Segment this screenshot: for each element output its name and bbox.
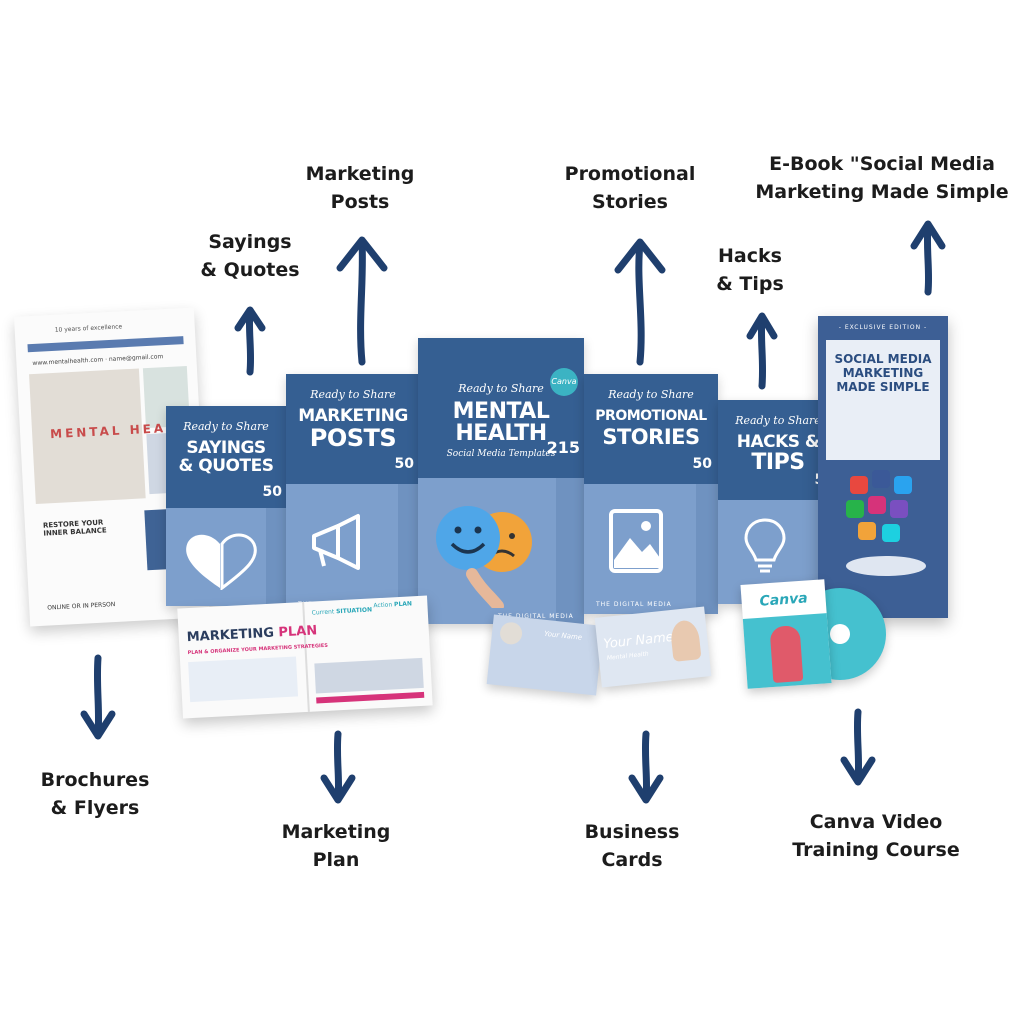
arrow-up-sayings <box>234 306 266 376</box>
plan-action: Action PLAN <box>373 600 413 610</box>
ebook-title-line: MARKETING <box>842 366 924 380</box>
label-sayings-quotes: Sayings & Quotes <box>190 228 310 284</box>
card-role: Mental Health <box>606 650 650 662</box>
brochure-years: 10 years of excellence <box>54 323 123 334</box>
image-icon <box>609 509 663 573</box>
brochure-contact: www.mentalhealth.com · name@gmail.com <box>32 353 164 368</box>
label-line: Business <box>584 821 680 843</box>
label-line: Brochures <box>40 769 150 791</box>
box-subtitle: Social Media Templates <box>446 449 556 459</box>
label-canva-course: Canva Video Training Course <box>786 808 966 864</box>
business-cards: Your Name Your Name Mental Health <box>486 606 720 702</box>
dvd-title: Canva <box>758 590 809 610</box>
box-title: & QUOTES <box>178 456 274 476</box>
plan-pink-bar <box>316 691 425 704</box>
lightbulb-icon <box>744 518 786 573</box>
product-box-promotional-stories: Ready to Share PROMOTIONAL STORIES 50 TH… <box>584 374 718 614</box>
arrow-down-marketing-plan <box>320 730 356 804</box>
box-ready-label: Ready to Share <box>735 414 821 427</box>
box-title: HEALTH <box>455 421 547 446</box>
label-business-cards: Business Cards <box>572 818 692 874</box>
card-name: Your Name <box>543 629 583 642</box>
emoji-faces-icon <box>436 506 532 608</box>
megaphone-icon <box>312 514 360 570</box>
plan-photo <box>314 657 424 694</box>
arrow-down-business-cards <box>628 730 664 804</box>
plan-current: Current SITUATION <box>311 606 373 617</box>
card-name: Your Name <box>602 629 675 653</box>
label-line: Posts <box>330 191 390 213</box>
box-ready-label: Ready to Share <box>458 382 544 395</box>
arrow-up-ebook <box>910 220 946 296</box>
marketing-plan-booklet: MARKETING PLAN PLAN & ORGANIZE YOUR MARK… <box>177 595 433 719</box>
product-box-sayings: Ready to Share SAYINGS & QUOTES 50 <box>166 406 286 606</box>
label-line: Stories <box>592 191 668 213</box>
box-brand: THE DIGITAL MEDIA <box>498 613 574 620</box>
label-brochures-flyers: Brochures & Flyers <box>30 766 160 822</box>
label-line: & Quotes <box>200 259 300 281</box>
heart-brain-icon <box>186 533 257 590</box>
label-promotional-stories: Promotional Stories <box>560 160 700 216</box>
label-ebook: E-Book "Social Media Marketing Made Simp… <box>752 150 1012 206</box>
box-title: PROMOTIONAL <box>595 408 707 424</box>
arrow-down-brochures <box>80 654 116 740</box>
ebook-cover: - EXCLUSIVE EDITION - SOCIAL MEDIA MARKE… <box>818 316 948 618</box>
social-icons-illustration <box>846 470 926 576</box>
box-ready-label: Ready to Share <box>183 420 269 433</box>
box-title: TIPS <box>751 450 805 475</box>
ebook-title-panel: SOCIAL MEDIA MARKETING MADE SIMPLE <box>826 340 940 460</box>
label-line: & Flyers <box>50 797 140 819</box>
box-title: STORIES <box>602 425 700 449</box>
label-marketing-posts: Marketing Posts <box>300 160 420 216</box>
box-count: 50 <box>262 484 282 500</box>
box-title: MENTAL <box>452 399 550 424</box>
plan-subtitle: PLAN & ORGANIZE YOUR MARKETING STRATEGIE… <box>187 642 329 657</box>
label-line: Hacks <box>718 245 782 267</box>
box-title: MARKETING <box>298 406 408 426</box>
plan-chart-area <box>188 656 299 703</box>
label-line: Canva Video <box>809 811 943 833</box>
ebook-title: SOCIAL MEDIA MARKETING MADE SIMPLE <box>826 340 940 394</box>
label-line: Promotional <box>564 163 696 185</box>
box-count: 50 <box>394 456 414 472</box>
product-box-mental-health: Ready to Share MENTAL HEALTH Social Medi… <box>418 338 584 624</box>
box-ready-label: Ready to Share <box>608 388 694 401</box>
business-card: Your Name Mental Health <box>594 606 712 688</box>
arrow-up-marketing-posts <box>336 236 388 366</box>
box-title: HACKS & <box>736 432 820 452</box>
label-line: Marketing Made Simple <box>755 181 1009 203</box>
ebook-title-line: MADE SIMPLE <box>836 380 930 394</box>
label-line: Marketing <box>305 163 415 185</box>
dvd-case: Canva <box>740 579 832 689</box>
label-line: Training Course <box>792 839 960 861</box>
box-title: SAYINGS <box>186 438 266 458</box>
box-count: 215 <box>546 438 580 457</box>
label-line: Cards <box>601 849 663 871</box>
label-line: Marketing <box>281 821 391 843</box>
box-title: POSTS <box>309 424 397 452</box>
label-hacks-tips: Hacks & Tips <box>700 242 800 298</box>
label-line: & Tips <box>716 273 784 295</box>
arrow-up-promotional-stories <box>614 238 666 366</box>
box-brand: THE DIGITAL MEDIA <box>596 601 672 608</box>
arrow-up-hacks <box>746 312 778 390</box>
brochure-band <box>27 336 184 353</box>
box-ready-label: Ready to Share <box>310 388 396 401</box>
label-line: E-Book "Social Media <box>769 153 995 175</box>
brochure-footer: ONLINE OR IN PERSON <box>47 601 116 612</box>
ebook-title-line: SOCIAL MEDIA <box>834 352 932 366</box>
canva-course-dvd: Canva <box>740 579 886 692</box>
brochure-tagline: RESTORE YOUR INNER BALANCE <box>43 518 107 538</box>
ebook-edition: - EXCLUSIVE EDITION - <box>838 324 928 331</box>
product-box-marketing-posts: Ready to Share MARKETING POSTS 50 THE DI… <box>286 374 420 614</box>
canva-badge: Canva <box>550 368 578 396</box>
label-line: Sayings <box>208 231 292 253</box>
box-count: 50 <box>692 456 712 472</box>
arrow-down-canva <box>840 708 876 786</box>
label-marketing-plan: Marketing Plan <box>276 818 396 874</box>
plan-title: MARKETING PLAN <box>186 623 318 646</box>
business-card: Your Name <box>486 614 604 696</box>
label-line: Plan <box>312 849 360 871</box>
